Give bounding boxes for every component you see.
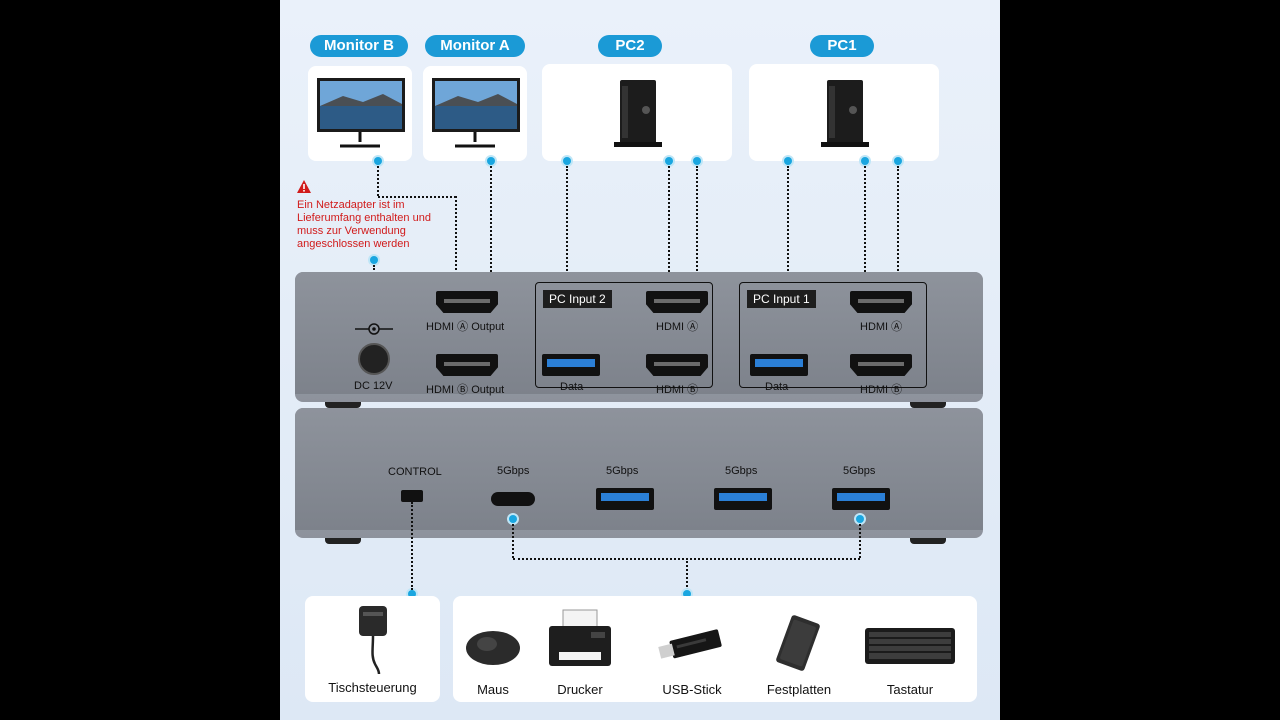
line-pc2-data [566,166,568,362]
monitor-b-card [308,66,412,161]
line-monitor-a [490,166,492,296]
pc2-hdmi-a-dot [665,157,673,165]
pc2-data-label: Data [560,381,584,393]
control-port-dot [408,590,416,598]
line-monitor-b-h [378,196,456,198]
control-port[interactable] [401,490,423,502]
bottom-unit-foot-right [910,538,946,544]
pc2-label: PC2 [598,35,662,57]
monitor-a-card [423,66,527,161]
pc2-hdmi-b-port[interactable] [646,354,708,376]
monitor-b-label: Monitor B [310,35,408,57]
usb-a-3-speed-label: 5Gbps [843,465,876,477]
pc1-tower-icon [821,80,869,147]
control-label: CONTROL [388,466,442,478]
line-pc2-hdmi-a [668,166,670,296]
dc-power-dot [370,256,378,264]
diagram-panel: Monitor B Monitor A PC2 PC1 [280,0,1000,720]
line-pc1-data [787,166,789,362]
printer-label: Drucker [557,682,603,697]
pc2-data-port[interactable] [542,354,600,376]
usb-stick-icon [658,629,722,659]
line-pc1-hdmi-b [897,166,899,362]
usb-a-port-3[interactable] [832,488,890,510]
monitor-a-label: Monitor A [425,35,525,57]
keyboard-label: Tastatur [886,682,934,697]
desk-control-card: Tischsteuerung [305,596,440,702]
pc1-hdmi-b-port[interactable] [850,354,912,376]
pc-input-2-label: PC Input 2 [543,290,612,308]
line-usb-c [512,524,514,558]
pc2-hdmi-a-port[interactable] [646,291,708,313]
pc2-hdmi-b-dot [693,157,701,165]
pc1-data-dot [784,157,792,165]
pc1-card [749,64,939,161]
external-hdd-icon [776,615,820,671]
dc-12v-port[interactable] [358,343,390,375]
monitor-b-port-dot [374,157,382,165]
mouse-icon [466,631,520,665]
usb-a-2-speed-label: 5Gbps [725,465,758,477]
hdd-label: Festplatten [766,682,832,697]
line-control [411,502,413,590]
mouse-label: Maus [477,682,509,697]
usb-stick-label: USB-Stick [662,682,722,697]
pc2-tower-icon [614,80,662,147]
hdmi-a-output-port[interactable] [436,291,498,313]
usb-a-3-dot [856,515,864,523]
usb-a-1-speed-label: 5Gbps [606,465,639,477]
peripherals-dot [683,590,691,598]
pc1-data-label: Data [765,381,789,393]
pc1-data-port[interactable] [750,354,808,376]
hdmi-b-output-port[interactable] [436,354,498,376]
desk-control-label: Tischsteuerung [328,680,417,695]
usb-c-port[interactable] [491,492,535,506]
peripherals-card: Maus Drucker USB-Stick Festplatten [453,596,977,702]
dc-polarity-icon [355,323,393,335]
pc2-hdmi-a-label: HDMI Ⓐ [656,321,699,333]
top-unit-foot-left [325,402,361,408]
hdmi-b-output-label: HDMI Ⓑ Output [426,384,505,396]
usb-c-dot [509,515,517,523]
line-monitor-b [377,166,379,196]
pc2-card [542,64,732,161]
line-usb-a-3 [859,524,861,558]
pc-input-2-group [535,282,713,388]
line-pc2-hdmi-b [696,166,698,362]
desk-control-icon [359,606,387,674]
line-pc1-hdmi-a [864,166,866,296]
pc2-data-dot [563,157,571,165]
bottom-unit-foot-left [325,538,361,544]
pc1-label: PC1 [810,35,874,57]
monitor-b-icon [317,78,405,148]
line-usb-down [686,558,688,590]
pc1-hdmi-a-port[interactable] [850,291,912,313]
pc1-hdmi-a-label: HDMI Ⓐ [860,321,903,333]
usb-a-port-2[interactable] [714,488,772,510]
pc-input-1-label: PC Input 1 [747,290,816,308]
monitor-a-icon [432,78,520,148]
printer-icon [549,609,611,666]
monitor-a-port-dot [487,157,495,165]
hdmi-a-output-label: HDMI Ⓐ Output [426,321,505,333]
usb-c-speed-label: 5Gbps [497,465,530,477]
pc1-hdmi-b-label: HDMI Ⓑ [860,384,903,396]
top-unit-foot-right [910,402,946,408]
pc1-hdmi-a-dot [861,157,869,165]
pc1-hdmi-b-dot [894,157,902,165]
power-adapter-warning: Ein Netzadapter ist im Lieferumfang enth… [297,199,431,250]
usb-a-port-1[interactable] [596,488,654,510]
keyboard-icon [865,628,955,664]
dc-12v-label: DC 12V [354,380,393,392]
pc2-hdmi-b-label: HDMI Ⓑ [656,384,699,396]
pc-input-1-group [739,282,927,388]
warning-triangle-icon [297,180,311,193]
